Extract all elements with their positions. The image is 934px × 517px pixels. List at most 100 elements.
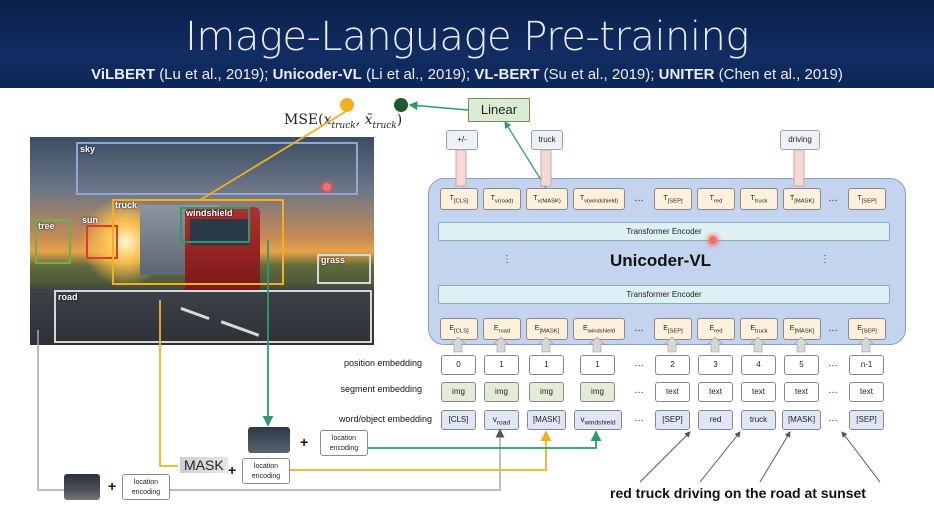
token-sub: v(road) [494, 198, 514, 205]
horizontal-ellipsis: … [634, 323, 644, 334]
horizontal-ellipsis: … [828, 358, 838, 369]
ref-model: VL-BERT [474, 66, 540, 83]
token-main: T [533, 195, 538, 202]
location-encoding-box: location encoding [122, 474, 170, 500]
slide-header [0, 0, 934, 88]
embedding-token: Ered [697, 318, 735, 340]
position-cell: 2 [655, 355, 690, 375]
horizontal-ellipsis: … [828, 413, 838, 424]
bbox-sun [86, 225, 118, 259]
segment-cell: text [784, 382, 819, 402]
transformer-encoder-top: Transformer Encoder [438, 222, 890, 241]
token-sub: truck [754, 198, 768, 205]
position-cell: 0 [441, 355, 476, 375]
ref-cite: (Li et al., 2019); [365, 66, 471, 83]
token-main: E [534, 325, 540, 332]
word-cell: red [698, 410, 733, 430]
upward-arrows [450, 336, 874, 353]
output-truck: truck [531, 130, 563, 150]
road-region-thumbnail [64, 474, 100, 500]
token-sub: road [498, 328, 511, 335]
segment-cell: text [849, 382, 884, 402]
token-main: T [709, 195, 714, 202]
bbox-truck [112, 199, 284, 285]
road-to-vroad-arrow [170, 428, 505, 491]
bbox-grass [317, 254, 371, 284]
plus-sign: + [108, 478, 117, 494]
token-main: T [449, 195, 454, 202]
token-main: E [750, 325, 756, 332]
mask-to-masktoken-arrow [290, 430, 552, 471]
road-region-line [37, 330, 64, 491]
sentence-to-sep-arrow [841, 431, 881, 483]
sentence-to-red-arrow [639, 431, 691, 483]
bbox-label-sky: sky [80, 144, 96, 154]
token-main: E [493, 325, 499, 332]
word-main: red [709, 415, 722, 424]
token-sub: v(windshield) [584, 198, 619, 205]
mse-close: ) [396, 112, 403, 128]
token-sub: [SEP] [667, 328, 683, 335]
top-token: Tv(MASK) [526, 188, 568, 210]
top-token: Tred [697, 188, 735, 210]
plus-sign: + [300, 434, 309, 450]
embedding-token: E[MASK] [783, 318, 821, 340]
word-main: [SEP] [662, 415, 683, 424]
token-main: T [663, 195, 668, 202]
token-sub: [CLS] [453, 198, 469, 205]
slide-subtitle: ViLBERT (Lu et al., 2019); Unicoder-VL (… [0, 66, 934, 83]
horizontal-ellipsis: … [634, 193, 644, 204]
segment-cell: text [655, 382, 690, 402]
token-main: T [579, 195, 585, 202]
truck-to-mse-line [199, 111, 346, 201]
token-sub: [MASK] [794, 198, 815, 205]
top-token: Ttruck [740, 188, 778, 210]
bbox-label-truck: truck [115, 200, 138, 210]
top-token: T[MASK] [783, 188, 821, 210]
position-cell: 1 [580, 355, 615, 375]
vertical-ellipsis: ⋮ [502, 254, 512, 265]
truck-photo: sky tree sun truck windshield grass road [30, 137, 374, 345]
segment-cell: img [529, 382, 564, 402]
windshield-region-thumbnail [248, 427, 290, 453]
vertical-ellipsis: ⋮ [820, 254, 830, 265]
token-main: E [709, 325, 715, 332]
word-cell: [SEP] [655, 410, 690, 430]
laser-pointer-dot [323, 183, 331, 191]
sentence-to-truck-arrow [699, 431, 741, 483]
token-sub: v(MASK) [537, 198, 561, 205]
position-cell: 3 [698, 355, 733, 375]
token-main: E [857, 325, 862, 332]
mse-prediction-dot [394, 98, 408, 112]
location-encoding-box: location encoding [242, 458, 290, 484]
plus-sign: + [228, 462, 237, 478]
word-main: [MASK] [532, 415, 561, 424]
word-main: truck [749, 415, 768, 424]
top-token: T[CLS] [440, 188, 478, 210]
token-sub: [MASK] [539, 328, 560, 335]
ref-model: ViLBERT [91, 66, 156, 83]
token-main: E [663, 325, 668, 332]
word-cell: [MASK] [782, 410, 821, 430]
input-sentence: red truck driving on the road at sunset [610, 485, 866, 501]
ref-cite: (Lu et al., 2019); [159, 66, 269, 83]
slide-title: Image-Language Pre-training [185, 14, 749, 60]
bbox-label-windshield: windshield [186, 208, 233, 218]
token-sub: red [714, 328, 723, 335]
mse-sub: truck [372, 120, 397, 131]
mse-target-dot [340, 98, 354, 112]
token-main: T [857, 195, 862, 202]
output-pipe [455, 149, 467, 187]
word-cell: [MASK] [527, 410, 566, 430]
linear-to-prediction-arrow [408, 101, 469, 111]
bbox-road [54, 290, 372, 343]
bbox-windshield [180, 207, 250, 243]
horizontal-ellipsis: … [634, 413, 644, 424]
top-token: Tv(windshield) [573, 188, 625, 210]
bbox-tree [35, 219, 71, 264]
laser-pointer-dot [709, 236, 717, 244]
bbox-sky [76, 142, 358, 195]
ref-cite: (Su et al., 2019); [543, 66, 655, 83]
horizontal-ellipsis: … [828, 323, 838, 334]
